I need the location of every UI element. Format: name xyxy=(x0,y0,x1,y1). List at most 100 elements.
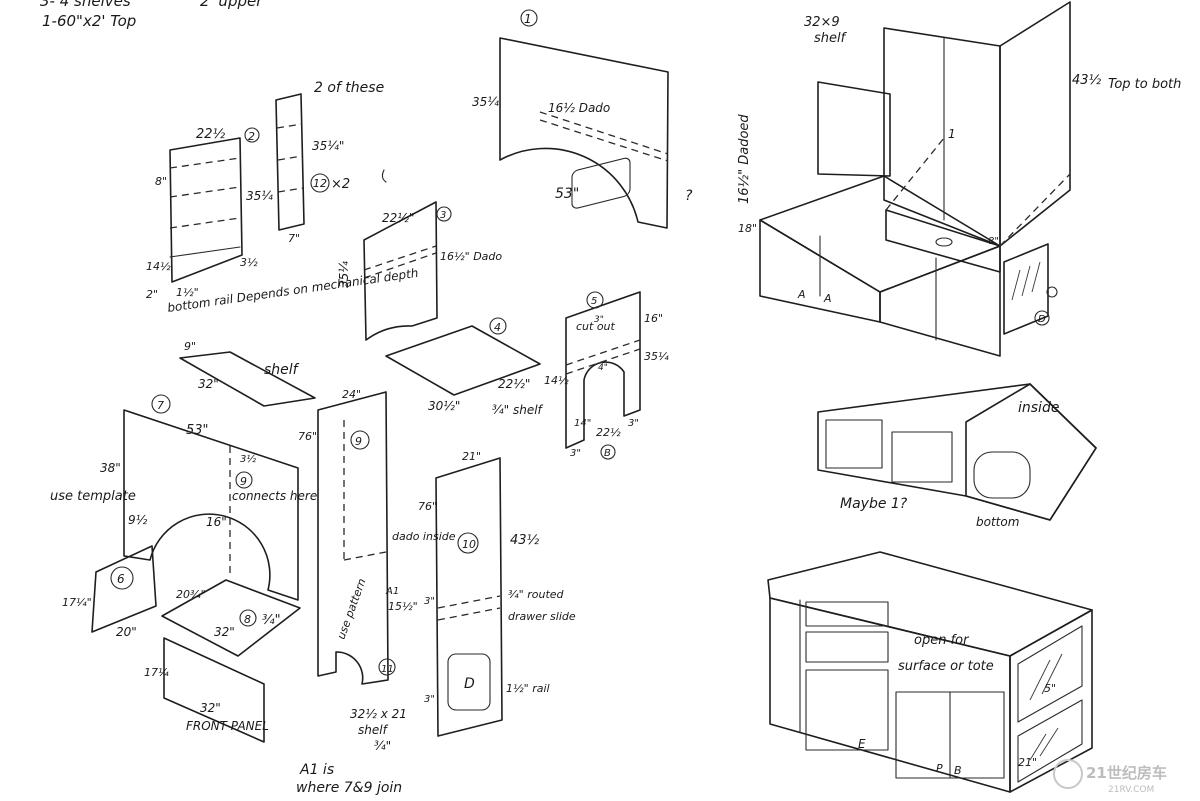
part-12-outline xyxy=(275,93,305,231)
assembly-middle-end xyxy=(965,383,1097,521)
part-12: 12 ×2 2 of these 35¼" 7" xyxy=(275,80,384,245)
part-3-width: 22½" xyxy=(382,211,414,225)
front-panel-height: 17¼ xyxy=(144,666,169,679)
assembly-bottom-e: E xyxy=(858,737,866,751)
part-7-connect-num: 9 xyxy=(240,475,247,488)
front-panel-width: 32" xyxy=(200,701,221,715)
part-3-number: 3 xyxy=(440,210,446,221)
part-5-bottom: 22½ xyxy=(596,426,621,439)
part-9-a1: A1 xyxy=(385,586,399,597)
part-4-width: 30½" xyxy=(428,399,460,413)
part-8-width: 32" xyxy=(214,625,235,639)
part-11-line2: shelf xyxy=(358,723,389,737)
note-upper: 2' upper xyxy=(200,0,263,10)
part-2-dim-top: 8" xyxy=(155,175,167,188)
part-12-height: 35¼" xyxy=(312,139,344,153)
assembly-top-dim18: 18" xyxy=(738,222,757,235)
assembly-top-tower xyxy=(883,27,1001,247)
part-5-leg: 14" xyxy=(574,418,591,429)
notes-top-left: 3- 4 shelves 1-60"x2' Top 2' upper xyxy=(40,0,263,30)
part-2-dim-right: 3½ xyxy=(240,256,258,269)
part-2: 2 22½ 35¼ 8" 14½ 2" 1½" 3½ bottom rail D… xyxy=(146,127,419,315)
assembly-top-shelf-panel xyxy=(817,81,891,177)
assembly-top-d: D xyxy=(1038,314,1046,325)
assembly-top-dado: 16½" Dadoed xyxy=(737,114,752,204)
part-9-dado: dado inside xyxy=(392,530,456,543)
part-9-depth: 24" xyxy=(342,388,361,401)
part-1-number: 1 xyxy=(524,12,532,26)
part-11-line3: ¾" xyxy=(374,739,391,753)
part-7-inner: 16" xyxy=(206,515,227,529)
assembly-middle-cubby-1 xyxy=(825,419,883,469)
part-10-outline xyxy=(435,457,503,737)
assembly-top: 32×9 shelf 43½ Top to both 16½" Dadoed 1… xyxy=(737,1,1181,357)
assembly-top-num: 1 xyxy=(948,127,956,141)
part-1-arc: 53" xyxy=(555,186,579,202)
part-6-outline xyxy=(91,545,157,633)
part-2-width: 22½ xyxy=(196,127,226,142)
part-1-height: 35¼ xyxy=(472,95,499,109)
watermark-text: 21世纪房车 xyxy=(1086,764,1167,782)
part-6: 6 17¼" 20" xyxy=(62,545,157,639)
part-7-height: 38" xyxy=(100,461,121,475)
assembly-top-drawer xyxy=(885,209,1001,273)
part-5-foot: 3" xyxy=(628,418,639,429)
part-2-note: bottom rail Depends on mechanical depth xyxy=(166,266,419,315)
part-11: 11 32½ x 21 shelf ¾" xyxy=(350,658,407,753)
assembly-bottom: open for surface or tote E P B 21" 5" xyxy=(767,551,1093,793)
assembly-middle-oval xyxy=(973,451,1031,499)
part-10-width: 21" xyxy=(462,450,481,463)
part-3-height: 35¼ xyxy=(337,261,351,288)
assembly-bottom-open: open for xyxy=(914,633,970,648)
shelf-part: shelf 9" 32" xyxy=(179,340,316,407)
part-3-dado: 16½" Dado xyxy=(440,250,502,263)
assembly-bottom-door-1 xyxy=(805,669,889,751)
assembly-middle-inside: inside xyxy=(1018,400,1059,416)
part-1: 1 35¼ 16½ Dado 53" ? xyxy=(472,9,693,229)
part-10-drawer: drawer slide xyxy=(508,610,576,623)
assembly-bottom-drawer-2 xyxy=(805,631,889,663)
shelf-outline xyxy=(179,351,316,407)
assembly-middle-bottom: bottom xyxy=(976,515,1019,529)
watermark: 21世纪房车 21RV.COM xyxy=(1053,759,1167,795)
part-5-cutout-text: cut out xyxy=(576,320,616,333)
part-7: 7 53" 38" use template 9½ 16" connects h… xyxy=(50,394,317,601)
note-shelves: 3- 4 shelves xyxy=(40,0,131,10)
part-10-height: 76" xyxy=(418,500,437,513)
part-7-number: 7 xyxy=(157,399,164,412)
watermark-logo-icon xyxy=(1053,759,1083,789)
part-4-depth: 22½" xyxy=(498,377,530,391)
part-4-outline xyxy=(385,325,541,396)
assembly-top-shelf2: shelf xyxy=(814,31,848,46)
part-6-number: 6 xyxy=(117,572,125,586)
part-10-bottom: 3" xyxy=(424,694,435,705)
part-5-height: 35¼ xyxy=(644,350,669,363)
shelf-depth: 9" xyxy=(184,340,196,353)
part-7-arc: 9½ xyxy=(128,513,148,527)
part-10-right: 43½ xyxy=(510,533,540,548)
part-4-number: 4 xyxy=(494,321,501,334)
assembly-bottom-open2: surface or tote xyxy=(898,659,994,674)
front-panel-label: FRONT PANEL xyxy=(186,719,269,733)
part-9-outline xyxy=(317,391,389,685)
part-2-dim-rail: 1½" xyxy=(176,286,199,299)
part-5-outline xyxy=(565,291,641,449)
part-5-circle: B xyxy=(604,448,611,459)
part-5-left: 14½ xyxy=(544,374,569,387)
assembly-top-shelf: 32×9 xyxy=(804,15,840,30)
part-10-letter: D xyxy=(464,676,475,692)
part-1-dado: 16½ Dado xyxy=(548,101,610,115)
part-9: 9 24" 76" dado inside use pattern A1 15½… xyxy=(298,388,456,685)
part-5-number: 5 xyxy=(591,296,597,307)
assembly-bottom-b: B xyxy=(954,764,962,777)
assembly-middle-cubby-2 xyxy=(891,431,953,483)
part-7-outline xyxy=(123,409,299,601)
shelf-width: 32" xyxy=(198,377,219,391)
part-5-cutout xyxy=(571,157,631,209)
part-7-connect: connects here xyxy=(232,489,317,503)
a1-note: A1 is where 7&9 join xyxy=(296,762,402,796)
assembly-bottom-dim21: 21" xyxy=(1018,756,1037,769)
assembly-middle-maybe: Maybe 1? xyxy=(840,496,908,512)
assembly-top-a: A xyxy=(797,288,806,301)
